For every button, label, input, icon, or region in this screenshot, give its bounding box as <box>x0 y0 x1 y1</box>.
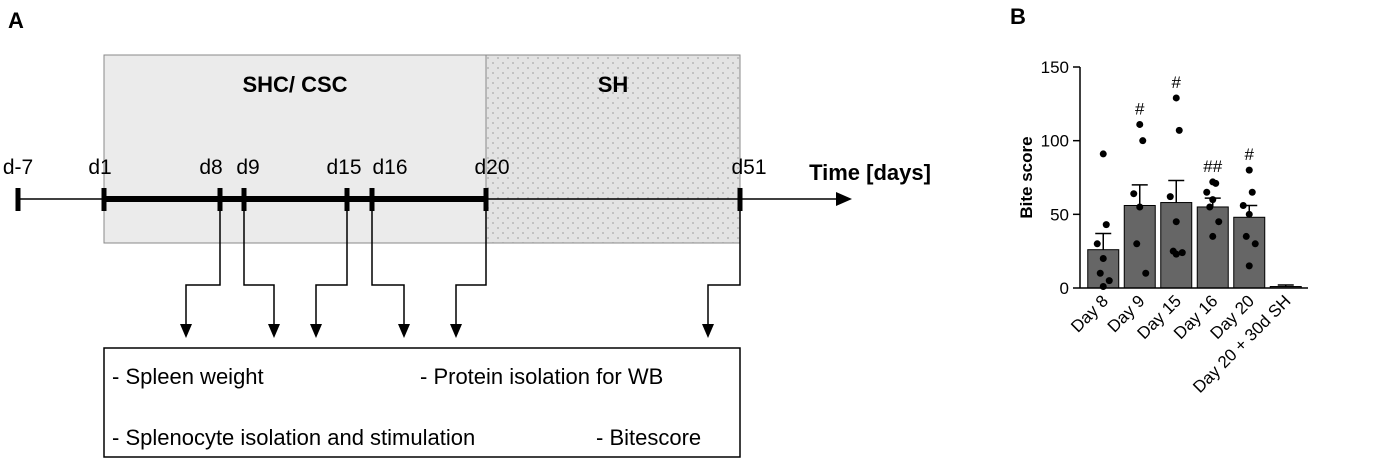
panel-a-label: A <box>8 8 24 33</box>
significance-marker: ## <box>1203 157 1222 176</box>
data-point <box>1133 240 1141 248</box>
data-point <box>1136 203 1144 211</box>
day-label-d9: d9 <box>236 156 259 179</box>
day-label-d20: d20 <box>474 156 509 179</box>
arrowhead-d20 <box>450 324 462 338</box>
day-label-d15: d15 <box>326 156 361 179</box>
data-point <box>1172 250 1180 258</box>
outcome-splenocyte-isolation: - Splenocyte isolation and stimulation <box>112 425 475 450</box>
bar <box>1160 202 1193 289</box>
arrowhead-d8 <box>180 324 192 338</box>
connector-arrows <box>185 211 741 326</box>
sh-label: SH <box>598 72 629 97</box>
bar <box>1123 204 1156 289</box>
arrow-d51 <box>707 211 741 326</box>
arrowhead-d51 <box>702 324 714 338</box>
bar <box>1196 206 1229 289</box>
data-point <box>1245 210 1253 218</box>
data-point <box>1209 196 1217 204</box>
timeline-arrowhead <box>836 192 852 206</box>
arrow-d9 <box>243 211 275 326</box>
data-point <box>1172 94 1180 102</box>
data-point <box>1206 203 1214 211</box>
data-point <box>1212 179 1220 187</box>
arrow-d20 <box>455 211 487 326</box>
significance-marker: # <box>1172 73 1182 92</box>
bar <box>1233 216 1266 289</box>
arrowhead-d16 <box>398 324 410 338</box>
outcome-bitescore: - Bitescore <box>596 425 701 450</box>
y-tick-label: 150 <box>1041 58 1069 77</box>
y-tick-label: 100 <box>1041 132 1069 151</box>
sh-phase-box <box>485 54 741 244</box>
data-point <box>1142 269 1150 277</box>
data-point <box>1215 218 1223 226</box>
arrow-d16 <box>371 211 405 326</box>
data-point <box>1251 240 1259 248</box>
day-label-d1: d1 <box>88 156 111 179</box>
y-axis-label: Bite score <box>1017 136 1036 218</box>
data-point <box>1096 269 1104 277</box>
day-label-d16: d16 <box>372 156 407 179</box>
data-point <box>1175 126 1183 134</box>
data-point <box>1102 221 1110 229</box>
data-point <box>1139 137 1147 145</box>
data-point <box>1099 150 1107 158</box>
data-point <box>1178 249 1186 257</box>
data-point <box>1099 255 1107 263</box>
data-point <box>1209 232 1217 240</box>
data-point <box>1172 218 1180 226</box>
panel-a: A SHC/ CSC SH d-7 d1 d8 d9 d15 d16 d20 d… <box>3 8 931 458</box>
data-point <box>1166 193 1174 201</box>
shc-csc-phase-box <box>103 54 487 244</box>
data-point <box>1093 240 1101 248</box>
data-point <box>1203 188 1211 196</box>
panel-b-label: B <box>1010 4 1026 29</box>
data-point <box>1239 201 1247 209</box>
outcomes-box <box>103 347 741 458</box>
data-point <box>1248 188 1256 196</box>
day-label-d8: d8 <box>199 156 222 179</box>
x-category-label: Day 8 <box>1067 291 1112 336</box>
connector-arrowheads <box>180 324 714 338</box>
day-label-d-7: d-7 <box>3 156 33 179</box>
arrow-d8 <box>185 211 221 326</box>
outcome-protein-isolation: - Protein isolation for WB <box>420 364 663 389</box>
significance-marker: # <box>1135 99 1145 118</box>
data-point <box>1136 120 1144 128</box>
arrow-d15 <box>315 211 348 326</box>
timeline-title: Time [days] <box>809 160 931 185</box>
data-point <box>1130 190 1138 198</box>
outcome-spleen-weight: - Spleen weight <box>112 364 264 389</box>
data-point <box>1245 166 1253 174</box>
arrowhead-d9 <box>268 324 280 338</box>
data-point <box>1245 262 1253 270</box>
data-point <box>1099 283 1107 291</box>
day-label-d51: d51 <box>731 156 766 179</box>
data-point <box>1242 232 1250 240</box>
y-tick-label: 50 <box>1050 205 1069 224</box>
shc-csc-label: SHC/ CSC <box>242 72 347 97</box>
y-tick-label: 0 <box>1060 279 1069 298</box>
arrowhead-d15 <box>310 324 322 338</box>
data-point <box>1105 277 1113 285</box>
significance-marker: # <box>1245 145 1255 164</box>
